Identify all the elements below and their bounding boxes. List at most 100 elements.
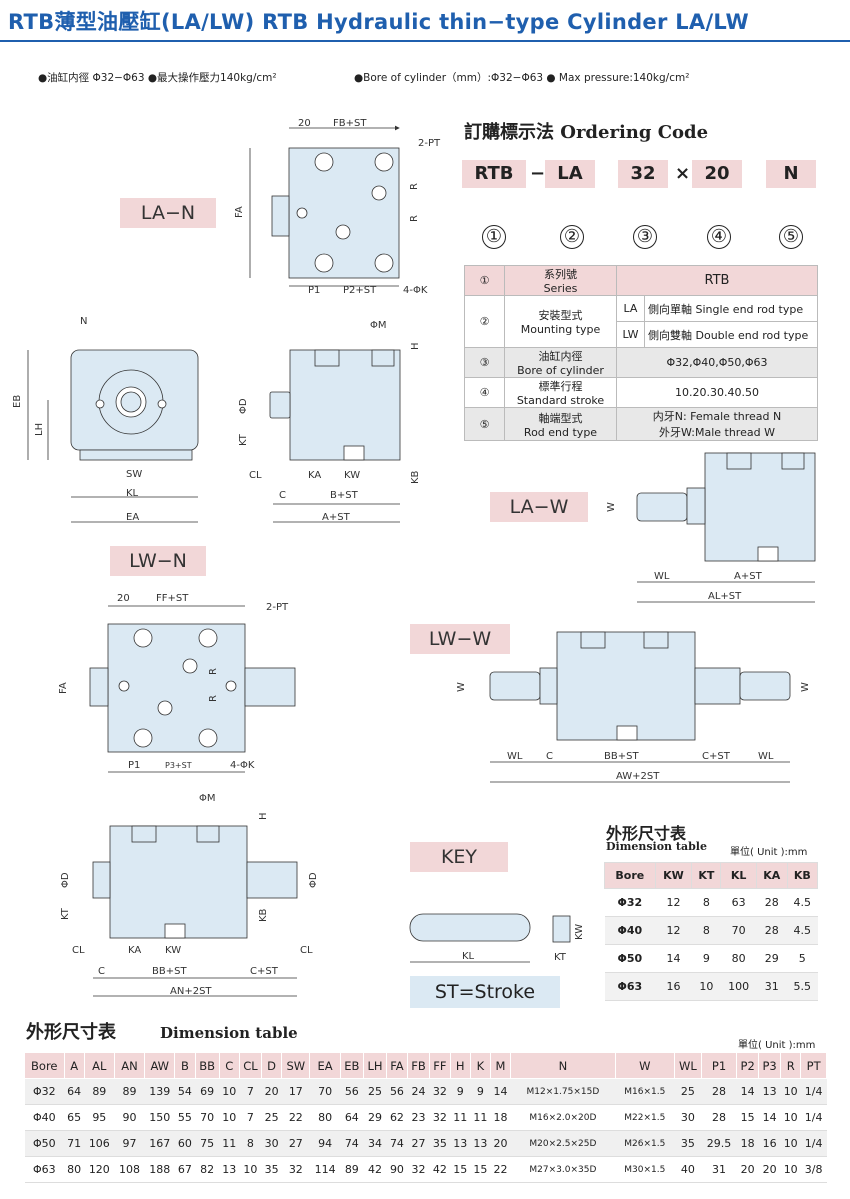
svg-text:W: W: [456, 682, 467, 692]
table-cell: 1/4: [800, 1104, 827, 1131]
table-cell: 22: [490, 1156, 511, 1183]
table-cell: Φ32: [24, 1078, 65, 1105]
table-cell: 32: [281, 1156, 310, 1183]
table-cell: 20: [261, 1078, 282, 1105]
table-cell: 10: [219, 1104, 240, 1131]
table-cell: 95: [84, 1104, 115, 1131]
svg-text:KB: KB: [258, 908, 269, 922]
table-cell: M12×1.75×15D: [510, 1078, 616, 1105]
table-cell: 89: [340, 1156, 364, 1183]
table-cell: 29: [363, 1104, 387, 1131]
table-cell: 56: [340, 1078, 364, 1105]
svg-text:KA: KA: [128, 945, 141, 956]
table-cell: M26×1.5: [615, 1130, 675, 1157]
spec-cn: ●油缸内徑 Φ32−Φ63 ●最大操作壓力140kg/cm²: [38, 72, 277, 84]
code-num-4: ④: [707, 225, 731, 249]
table-cell: 89: [114, 1078, 145, 1105]
table-cell: 15: [450, 1156, 471, 1183]
svg-text:KB: KB: [410, 470, 421, 484]
table-cell: 55: [174, 1104, 195, 1131]
svg-text:KL: KL: [462, 951, 475, 962]
table-cell: 62: [386, 1104, 408, 1131]
table-cell: 13: [219, 1156, 240, 1183]
table-cell: M27×3.0×35D: [510, 1156, 616, 1183]
svg-text:KA: KA: [308, 470, 321, 481]
svg-text:ΦD: ΦD: [308, 872, 319, 888]
column-header: EA: [309, 1052, 341, 1079]
table-cell: 35: [261, 1156, 282, 1183]
table-cell: 75: [195, 1130, 220, 1157]
key-view: [409, 913, 571, 963]
table-cell: 13: [450, 1130, 471, 1157]
table-cell: 29.5: [701, 1130, 737, 1157]
column-header: FA: [386, 1052, 408, 1079]
table-cell: 150: [144, 1104, 175, 1131]
table-cell: 35: [429, 1130, 451, 1157]
table-cell: 60: [174, 1130, 195, 1157]
table-cell: 15: [736, 1104, 759, 1131]
code-num-1: ①: [482, 225, 506, 249]
code-mount: LA: [545, 160, 595, 188]
svg-text:KW: KW: [165, 945, 181, 956]
label-la-n: LA−N: [120, 198, 216, 228]
svg-text:KT: KT: [60, 907, 71, 920]
table-cell: 35: [674, 1130, 702, 1157]
column-header: C: [218, 1052, 240, 1079]
table-cell: 28: [701, 1078, 737, 1105]
column-header: H: [449, 1052, 471, 1079]
column-header: W: [614, 1052, 675, 1079]
svg-text:KT: KT: [238, 433, 249, 446]
table-cell: 22: [281, 1104, 310, 1131]
column-header: M: [489, 1052, 512, 1079]
table-cell: 27: [407, 1130, 430, 1157]
label-key: KEY: [410, 842, 508, 872]
table-cell: 18: [736, 1130, 759, 1157]
table-cell: 14: [758, 1104, 781, 1131]
svg-text:KT: KT: [554, 952, 567, 963]
table-cell: 20: [758, 1156, 781, 1183]
svg-text:AL+ST: AL+ST: [708, 591, 742, 602]
code-rod-end: N: [766, 160, 816, 188]
table-cell: 106: [84, 1130, 115, 1157]
table-cell: M16×1.5: [615, 1078, 675, 1105]
table-cell: Φ40: [24, 1104, 65, 1131]
svg-text:2-PT: 2-PT: [266, 602, 289, 613]
table-cell: 14: [490, 1078, 511, 1105]
code-series: RTB: [462, 160, 526, 188]
svg-text:C: C: [546, 751, 553, 762]
table-cell: 70: [309, 1078, 341, 1105]
big-table-title-en: Dimension table: [160, 1024, 298, 1042]
svg-text:W: W: [606, 502, 617, 512]
svg-text:SW: SW: [126, 469, 142, 480]
svg-text:EB: EB: [12, 395, 23, 408]
table-cell: 90: [386, 1156, 408, 1183]
table-cell: 1/4: [800, 1078, 827, 1105]
table-cell: M22×1.5: [615, 1104, 675, 1131]
column-header: P2: [736, 1052, 760, 1079]
svg-text:C+ST: C+ST: [250, 966, 279, 977]
column-header: AN: [113, 1052, 146, 1079]
column-header: A: [63, 1052, 85, 1079]
svg-text:W: W: [800, 682, 811, 692]
svg-text:CL: CL: [249, 470, 262, 481]
code-stroke: 20: [692, 160, 742, 188]
table-cell: 54: [174, 1078, 195, 1105]
table-cell: 34: [363, 1130, 387, 1157]
svg-text:A+ST: A+ST: [734, 571, 763, 582]
table-cell: 32: [407, 1156, 430, 1183]
column-header: FF: [429, 1052, 451, 1079]
table-cell: 64: [64, 1078, 85, 1105]
svg-text:B+ST: B+ST: [330, 490, 359, 501]
svg-text:P1: P1: [308, 285, 320, 296]
svg-text:FF+ST: FF+ST: [156, 593, 189, 604]
table-cell: Φ63: [24, 1156, 65, 1183]
table-cell: 10: [780, 1078, 801, 1105]
la-n-top-view: [249, 125, 400, 287]
table-cell: 80: [64, 1156, 85, 1183]
svg-text:ΦD: ΦD: [238, 398, 249, 414]
